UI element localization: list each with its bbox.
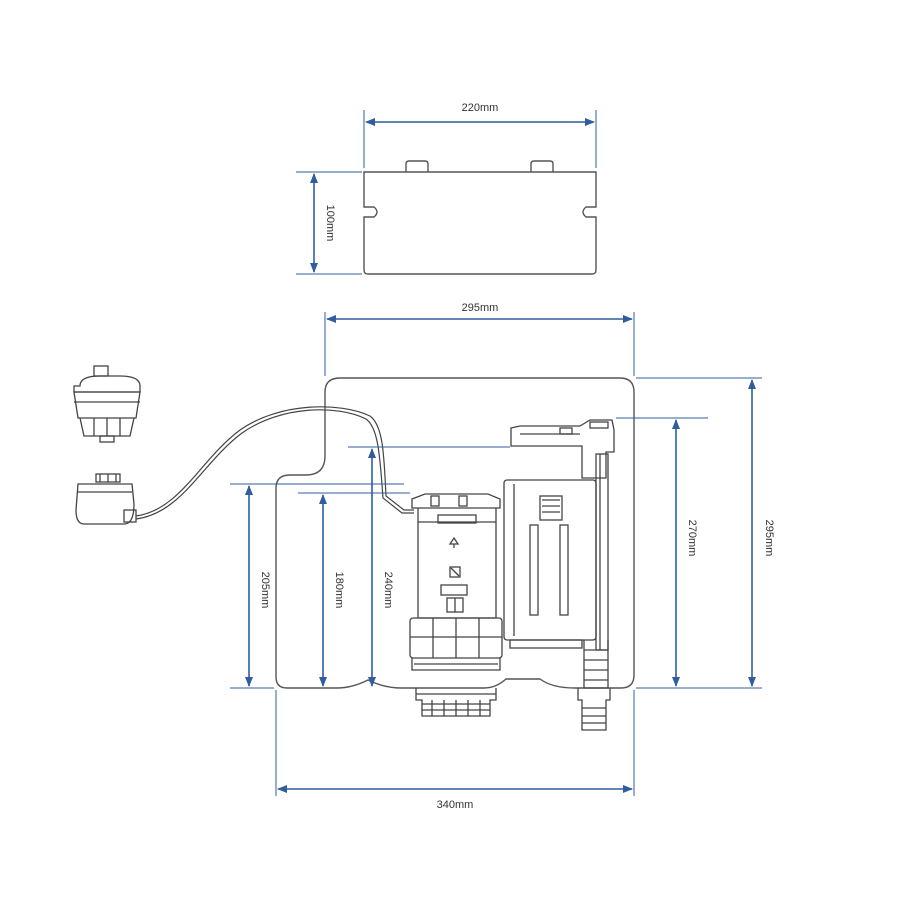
fill-valve bbox=[503, 419, 615, 731]
valve-height-dimension: 270mm bbox=[616, 417, 708, 689]
cistern-lid bbox=[363, 160, 597, 275]
lid-width-dimension: 220mm bbox=[363, 102, 597, 168]
left-outer-height-label: 205mm bbox=[259, 572, 271, 609]
overall-height-label: 295mm bbox=[763, 520, 775, 557]
lid-height-dimension: 100mm bbox=[296, 171, 362, 275]
air-tube bbox=[135, 406, 414, 520]
overall-height-dimension: 295mm bbox=[636, 377, 775, 689]
overall-width-label: 340mm bbox=[437, 799, 474, 811]
flush-valve-height-label: 240mm bbox=[382, 572, 394, 609]
overall-width-dimension: 340mm bbox=[275, 690, 635, 811]
left-outer-height-dimension: 205mm bbox=[230, 483, 404, 689]
flush-valve-height-dimension: 240mm bbox=[348, 446, 510, 687]
top-width-label: 295mm bbox=[462, 302, 499, 314]
dual-flush-valve bbox=[409, 493, 503, 717]
push-button bbox=[73, 365, 141, 443]
cistern-body bbox=[275, 377, 635, 689]
valve-height-label: 270mm bbox=[686, 520, 698, 557]
left-inner-height-label: 180mm bbox=[333, 572, 345, 609]
top-width-dimension: 295mm bbox=[324, 302, 635, 376]
lid-width-label: 220mm bbox=[462, 102, 499, 114]
button-housing bbox=[75, 473, 137, 525]
lid-height-label: 100mm bbox=[324, 205, 336, 242]
left-inner-height-dimension: 180mm bbox=[298, 492, 410, 687]
